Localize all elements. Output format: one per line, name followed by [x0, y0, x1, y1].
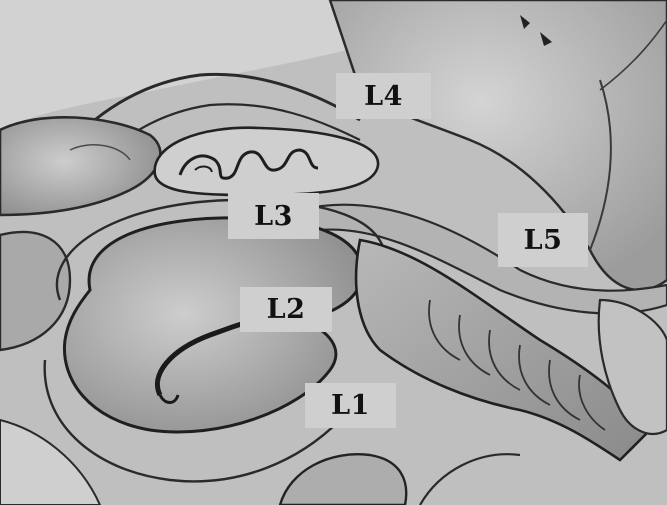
- label-l5: L5: [498, 213, 588, 267]
- label-l4: L4: [336, 73, 431, 119]
- label-l3: L3: [228, 193, 319, 239]
- label-l1: L1: [305, 383, 396, 428]
- label-l2: L2: [240, 287, 332, 332]
